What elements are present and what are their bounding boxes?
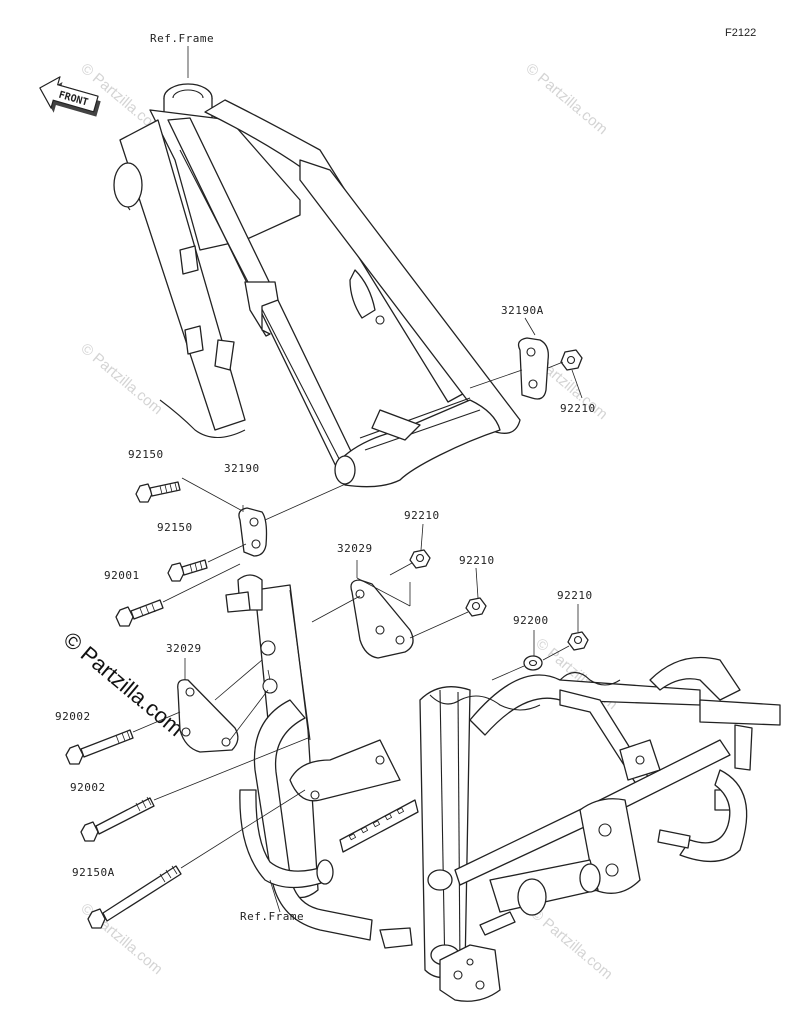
ref-frame-label-bottom: Ref.Frame (240, 910, 304, 923)
bolt-92001 (115, 563, 241, 627)
bolt-92002-a (65, 711, 181, 765)
lower-frame (225, 574, 781, 1002)
part-label-92210: 92210 (404, 509, 440, 522)
bolt-92150-a (135, 477, 249, 515)
figure-code: F2122 (725, 27, 756, 39)
part-label-32029: 32029 (166, 642, 202, 655)
part-label-92150: 92150 (128, 448, 164, 461)
part-label-92150: 92150 (157, 521, 193, 534)
nut-92210-d (542, 604, 589, 661)
plate-32190 (238, 481, 351, 557)
leader-32190A (524, 317, 536, 336)
part-label-92002: 92002 (70, 781, 106, 794)
leader-line (267, 669, 271, 681)
washer-92200 (491, 630, 543, 681)
bolt-92002-b (80, 737, 309, 842)
nut-92210-a (547, 349, 583, 399)
part-label-92200: 92200 (513, 614, 549, 627)
plate-32029-a (311, 560, 414, 659)
nut-92210-c (409, 567, 487, 639)
part-label-32029: 32029 (337, 542, 373, 555)
part-label-92001: 92001 (104, 569, 140, 582)
front-arrow-icon: FRONT (39, 76, 101, 117)
leader-32190A-axis (469, 369, 523, 389)
watermark: © Partzilla.com (527, 905, 615, 983)
part-labels: 32190A 92210 92150 32190 92150 92001 922… (55, 304, 596, 923)
plate-32029-b (177, 658, 269, 753)
part-label-92210: 92210 (560, 402, 596, 415)
bolt-92150A (87, 789, 306, 929)
part-label-32190A: 32190A (501, 304, 544, 317)
watermark: © Partzilla.com (77, 340, 165, 418)
nut-92210-b (389, 523, 431, 576)
part-label-92210: 92210 (459, 554, 495, 567)
plate-32190A (469, 317, 549, 400)
bolt-92150-b (167, 543, 247, 582)
ref-frame-label-top: Ref.Frame (150, 32, 214, 45)
part-label-32190: 32190 (224, 462, 260, 475)
part-label-92002: 92002 (55, 710, 91, 723)
upper-frame (113, 83, 521, 488)
part-label-92210: 92210 (557, 589, 593, 602)
watermark: © Partzilla.com (522, 60, 610, 138)
ref-frame-leader-bottom (269, 879, 281, 913)
part-label-92150A: 92150A (72, 866, 115, 879)
